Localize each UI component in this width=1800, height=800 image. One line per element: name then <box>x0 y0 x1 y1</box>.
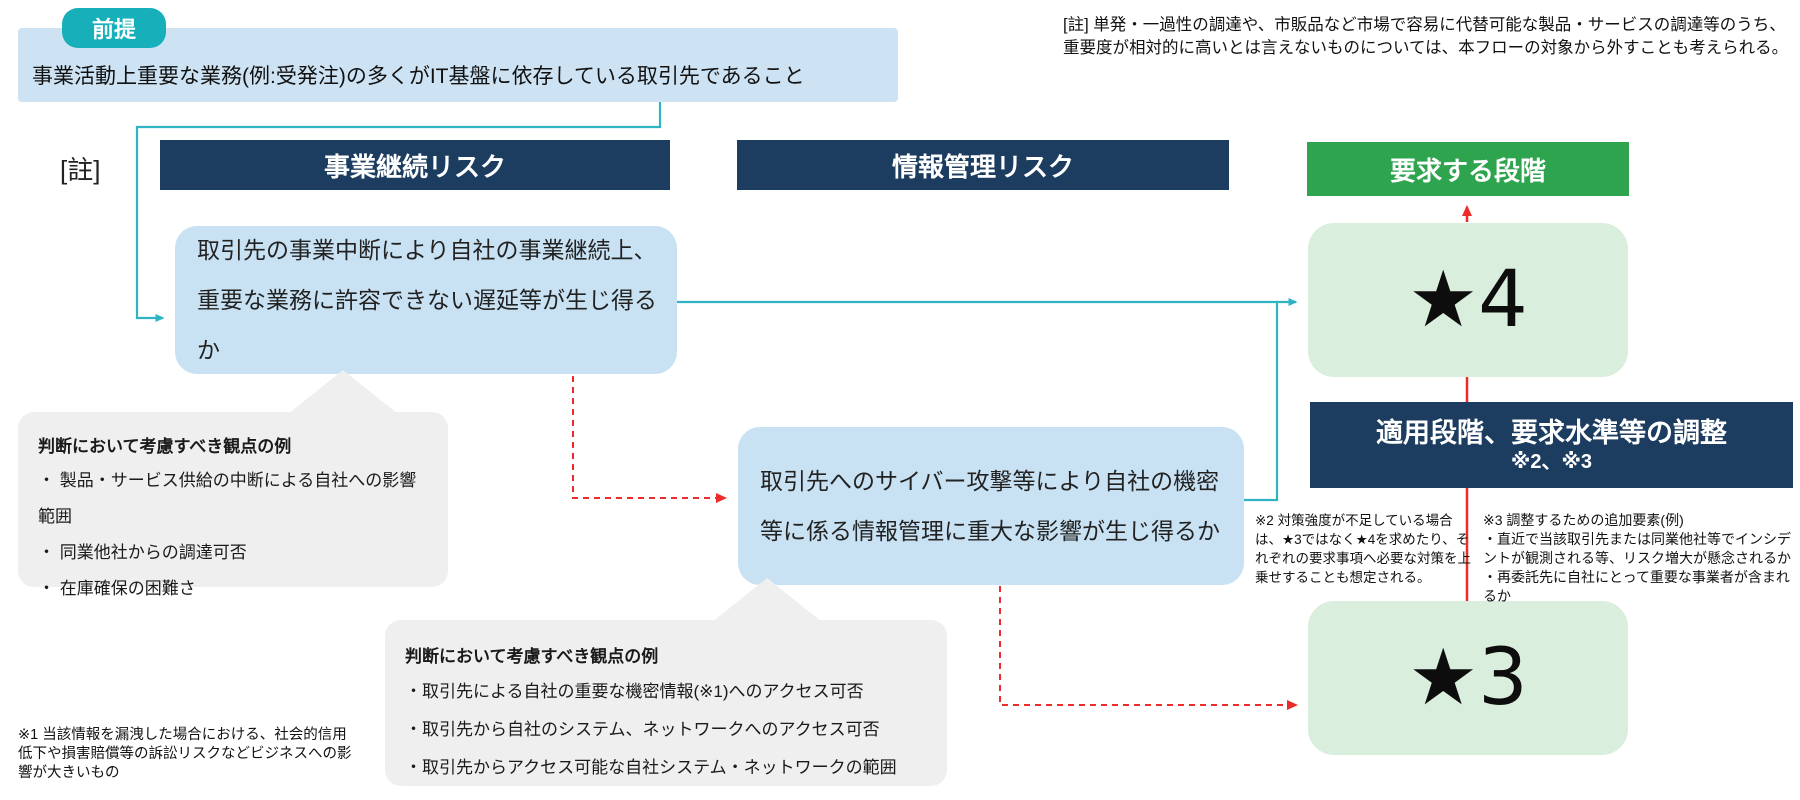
footnote-3-title: ※3 調整するための追加要素(例) <box>1483 512 1684 528</box>
box-info-management-question-line1: 取引先へのサイバー攻撃等により自社の機密 <box>760 468 1220 494</box>
footnote-2: ※2 対策強度が不足している場合は、★3ではなく★4を求めたり、それぞれの要求事… <box>1255 513 1471 585</box>
box-info-management-question: 取引先へのサイバー攻撃等により自社の機密 等に係る情報管理に重大な影響が生じ得る… <box>738 427 1244 585</box>
callout-business-title: 判断において考慮すべき観点の例 <box>38 437 292 456</box>
callout-info-title: 判断において考慮すべき観点の例 <box>405 647 659 666</box>
header-business-continuity-risk-label: 事業継続リスク <box>323 151 506 182</box>
footnote-1: ※1 当該情報を漏洩した場合における、社会的信用低下や損害賠償等の訴訟リスクなど… <box>18 727 352 781</box>
box-info-management-question-line2: 等に係る情報管理に重大な影響が生じ得るか <box>760 518 1220 544</box>
connector-business-risk-to-info-risk-dashed <box>572 376 727 503</box>
connector-info-risk-to-star3-dashed <box>999 586 1298 710</box>
adjustment-box: 適用段階、要求水準等の調整 ※2、※3 <box>1310 402 1793 488</box>
top-right-note-line2: 重要度が相対的に高いとは言えないものについては、本フローの対象から外すことも考え… <box>1063 39 1789 57</box>
header-info-management-risk-label: 情報管理リスク <box>891 151 1074 182</box>
box-business-continuity-question: 取引先の事業中断により自社の事業継続上、 重要な業務に許容できない遅延等が生じ得… <box>175 226 677 374</box>
callout-info-pointer <box>712 578 822 622</box>
premise-badge: 前提 <box>62 8 166 48</box>
adjustment-box-subtitle: ※2、※3 <box>1510 451 1593 473</box>
star3-label: ★3 <box>1408 633 1528 723</box>
adjustment-box-title: 適用段階、要求水準等の調整 <box>1376 418 1727 448</box>
connector-info-risk-join-to-star4 <box>1244 303 1279 502</box>
star4-box: ★4 <box>1308 223 1628 377</box>
footnote-3: ※3 調整するための追加要素(例) ・直近で当該取引先または同業他社等でインシデ… <box>1483 511 1795 606</box>
premise-box: 事業活動上重要な業務(例:受発注)の多くがIT基盤に依存している取引先であること <box>18 28 898 102</box>
callout-business-item: ・ 製品・サービス供給の中断による自社への影響範囲 <box>38 471 417 526</box>
callout-business-item: ・ 在庫確保の困難さ <box>38 579 196 598</box>
callout-info-item: ・取引先による自社の重要な機密情報(※1)へのアクセス可否 <box>405 682 864 701</box>
header-business-continuity-risk: 事業継続リスク <box>160 140 670 190</box>
callout-business: 判断において考慮すべき観点の例 ・ 製品・サービス供給の中断による自社への影響範… <box>18 412 448 598</box>
premise-text: 事業活動上重要な業務(例:受発注)の多くがIT基盤に依存している取引先であること <box>32 65 805 88</box>
top-right-note-line1: [註] 単発・一過性の調達や、市販品など市場で容易に代替可能な製品・サービスの調… <box>1063 16 1786 34</box>
star4-label: ★4 <box>1408 255 1528 345</box>
box-business-continuity-question-line1: 取引先の事業中断により自社の事業継続上、 <box>197 237 657 263</box>
header-required-stage-label: 要求する段階 <box>1389 155 1546 186</box>
callout-business-pointer <box>288 370 398 414</box>
header-info-management-risk: 情報管理リスク <box>737 140 1229 190</box>
star3-box: ★3 <box>1308 601 1628 755</box>
callout-business-item: ・ 同業他社からの調達可否 <box>38 543 247 562</box>
box-business-continuity-question-line2: 重要な業務に許容できない遅延等が生じ得るか <box>197 287 657 363</box>
callout-info-item: ・取引先からアクセス可能な自社システム・ネットワークの範囲 <box>405 758 897 777</box>
footnote-3-item: ・再委託先に自社にとって重要な事業者が含まれるか <box>1483 569 1790 604</box>
premise-badge-label: 前提 <box>91 17 136 42</box>
top-right-note: [註] 単発・一過性の調達や、市販品など市場で容易に代替可能な製品・サービスの調… <box>1063 14 1793 60</box>
note-marker-label: [註] <box>60 155 101 185</box>
header-required-stage: 要求する段階 <box>1307 142 1629 196</box>
footnote-3-item: ・直近で当該取引先または同業他社等でインシデントが観測される等、リスク増大が懸念… <box>1483 531 1791 566</box>
callout-info-item: ・取引先から自社のシステム、ネットワークへのアクセス可否 <box>405 720 880 739</box>
callout-info: 判断において考慮すべき観点の例 ・取引先による自社の重要な機密情報(※1)へのア… <box>385 620 947 786</box>
